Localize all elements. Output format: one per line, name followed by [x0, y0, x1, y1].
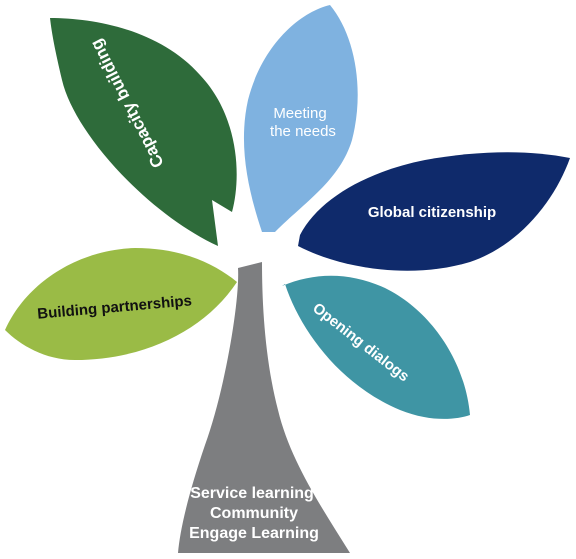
label-meeting-line1: Meeting: [273, 105, 326, 122]
stem-shape: [178, 262, 350, 553]
label-global-citizenship: Global citizenship: [368, 204, 496, 221]
petal-global-citizenship: [298, 152, 570, 271]
stem-label-engage-learning: Engage Learning: [189, 525, 319, 542]
petal-opening-dialogs: [282, 275, 470, 419]
stem-label-service-learning: Service learning: [190, 485, 314, 502]
petal-building-partnerships: [5, 248, 237, 360]
petal-capacity-building: [50, 18, 237, 246]
label-meeting-line2: the needs: [270, 123, 336, 140]
petal-meeting-the-needs: [243, 5, 358, 232]
stem-label-community: Community: [210, 505, 298, 522]
